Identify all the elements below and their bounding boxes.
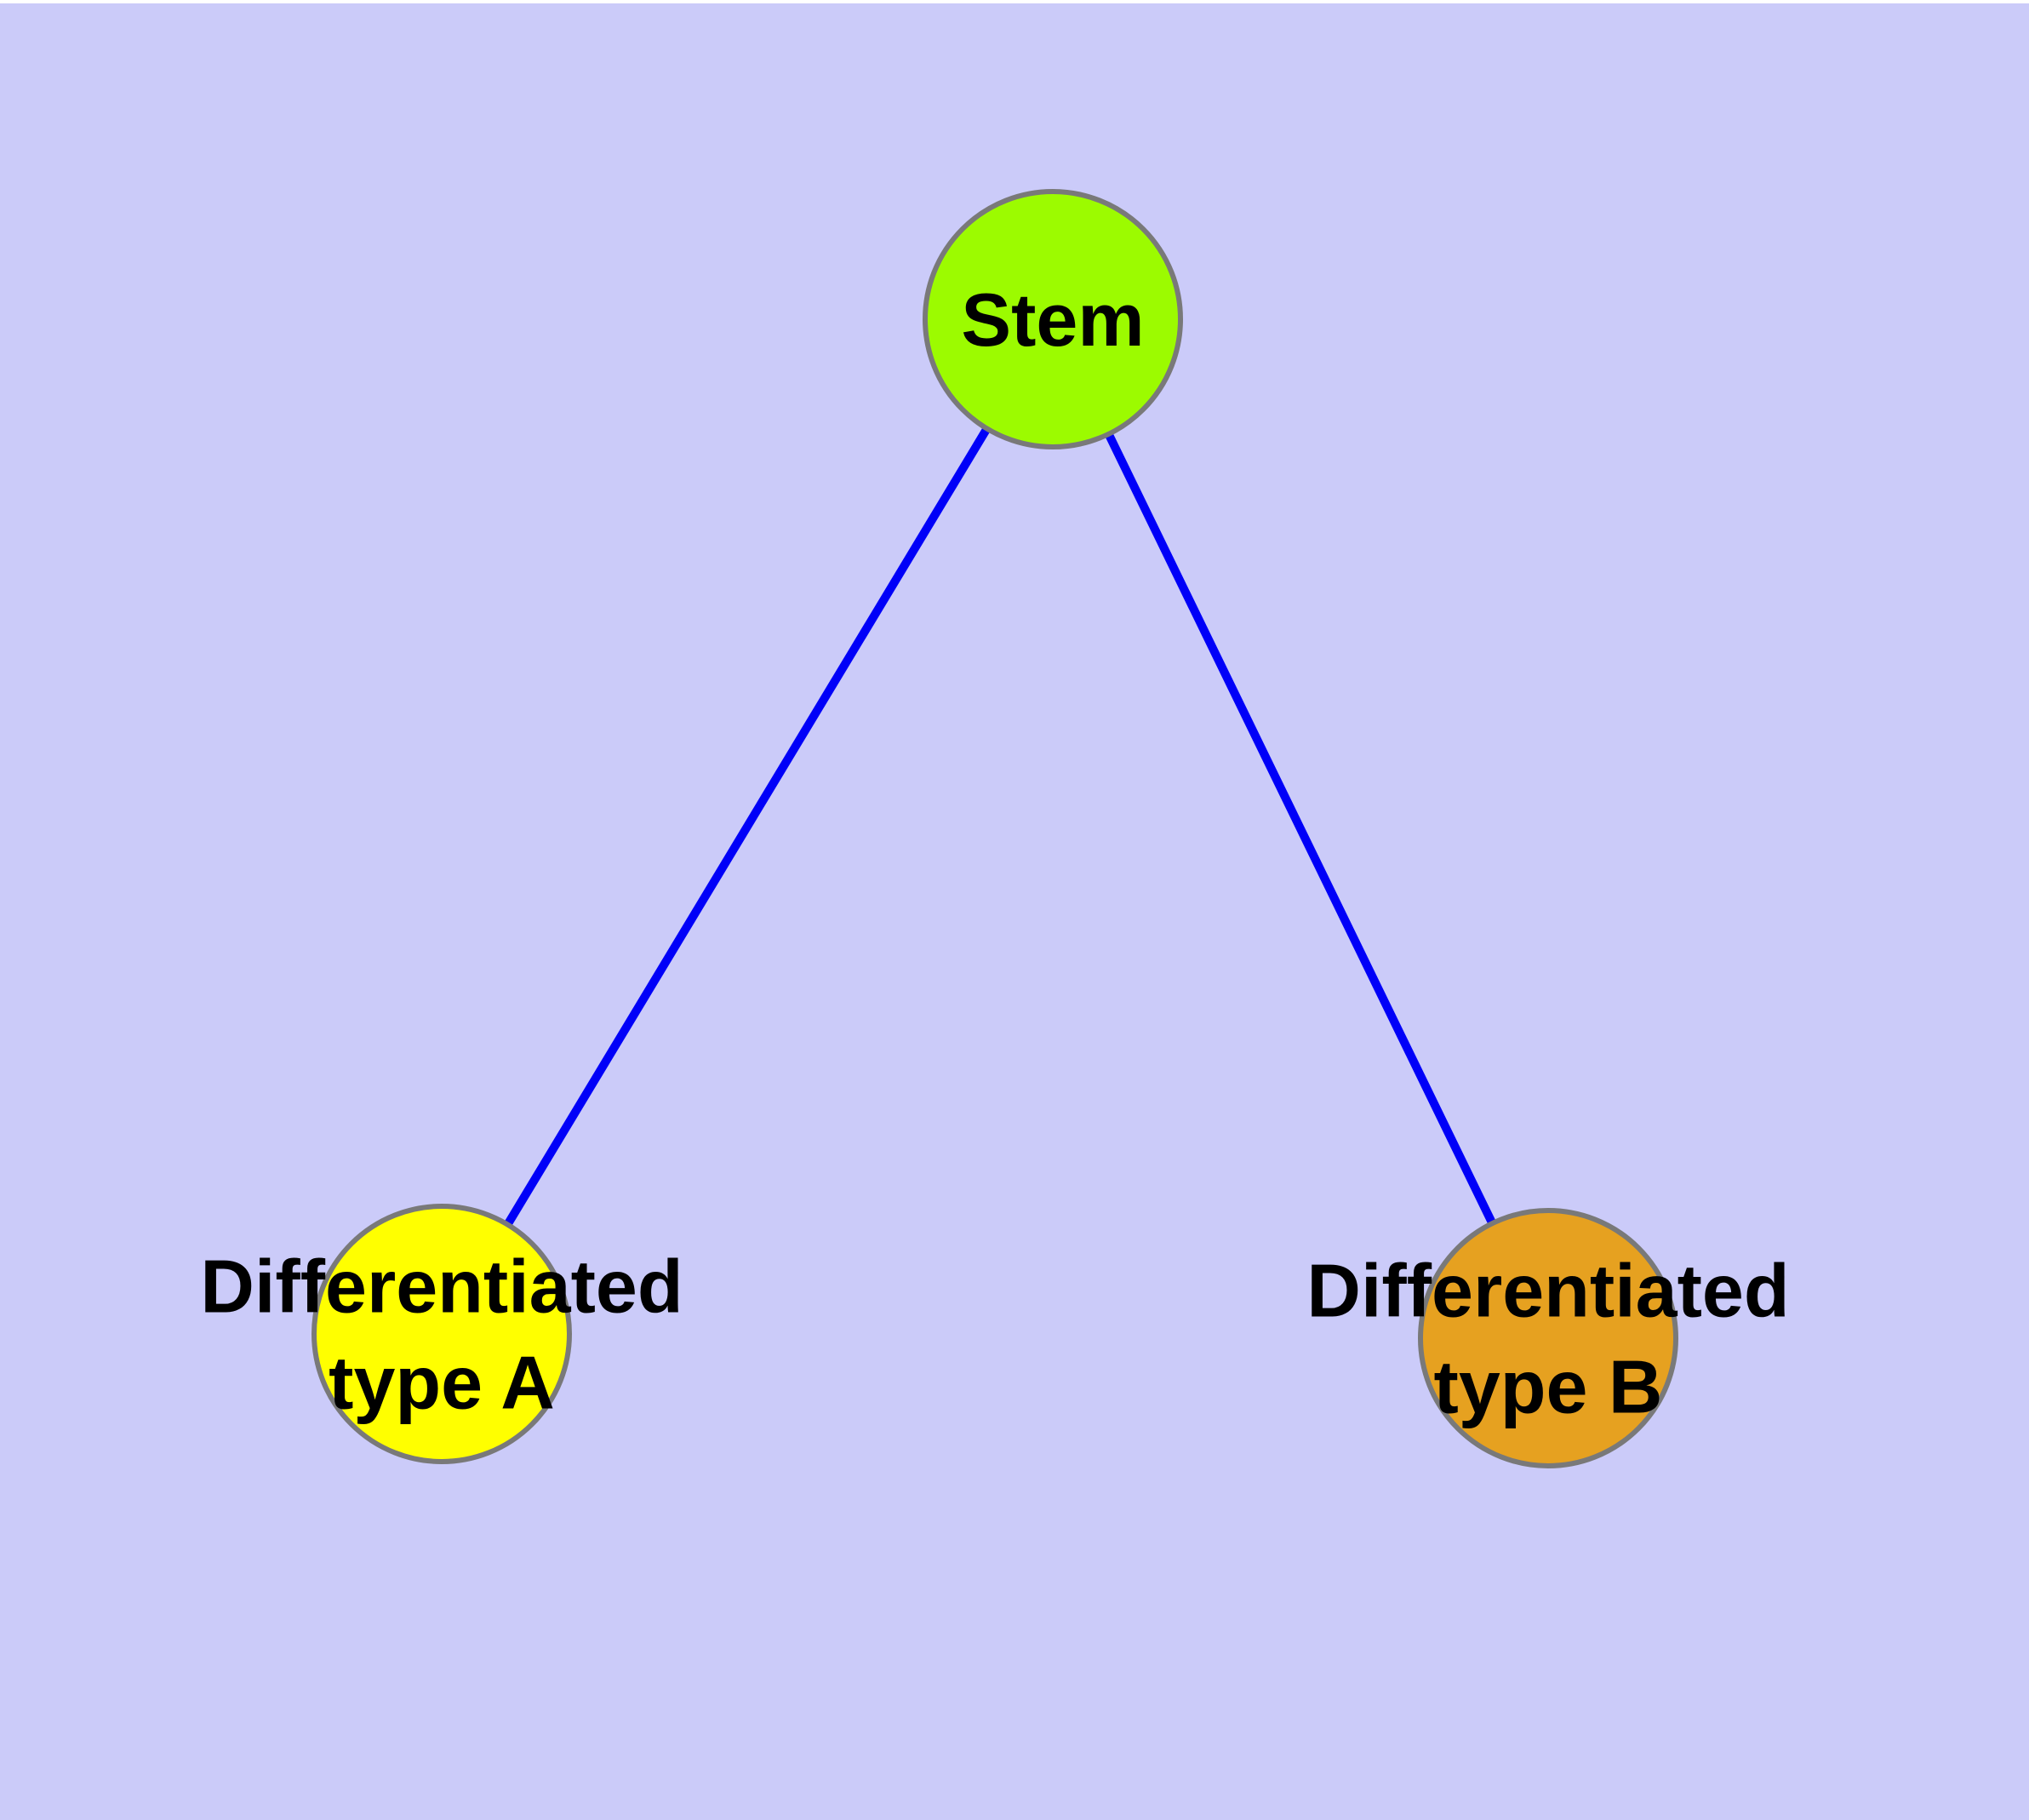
edge-stem-to-diff-a: [437, 317, 1057, 1336]
node-label-diff-b: Differentiated type B: [1306, 1248, 1789, 1428]
node-circle-diff-a: [311, 1204, 572, 1464]
node-label-line-stem-0: Stem: [961, 278, 1144, 362]
nodes-layer: [311, 189, 1678, 1468]
top-edge-strip: [0, 0, 2029, 3]
node-label-line-diff-a-1: type A: [329, 1340, 555, 1424]
edge-stem-to-diff-b: [1049, 317, 1552, 1341]
node-label-line-diff-b-1: type B: [1434, 1344, 1663, 1428]
node-circle-stem: [923, 189, 1183, 449]
node-label-diff-a: Differentiated type A: [200, 1244, 683, 1424]
edges-layer: [437, 317, 1552, 1341]
node-label-line-diff-b-0: Differentiated: [1306, 1248, 1789, 1332]
node-label-stem: Stem: [961, 278, 1144, 362]
node-circle-diff-b: [1418, 1208, 1678, 1468]
node-label-line-diff-a-0: Differentiated: [200, 1244, 683, 1328]
